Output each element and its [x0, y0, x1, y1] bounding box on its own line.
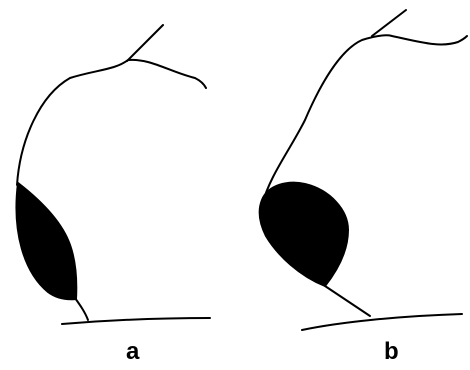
panel-label-b: b [384, 338, 399, 366]
panel-b-outline [262, 35, 467, 205]
panel-a-base-line [62, 318, 210, 324]
panel-a-outline [17, 60, 206, 185]
panel-b-stalk [325, 286, 370, 316]
panel-b [262, 10, 467, 330]
panel-b-top-line [372, 10, 406, 36]
panel-label-a: a [126, 338, 139, 366]
panel-a-stalk [75, 298, 88, 320]
panel-b-base-line [302, 314, 462, 330]
panel-a-filled-region [16, 183, 76, 299]
panel-b-filled-region [260, 183, 348, 286]
panel-a-top-line [127, 25, 163, 61]
